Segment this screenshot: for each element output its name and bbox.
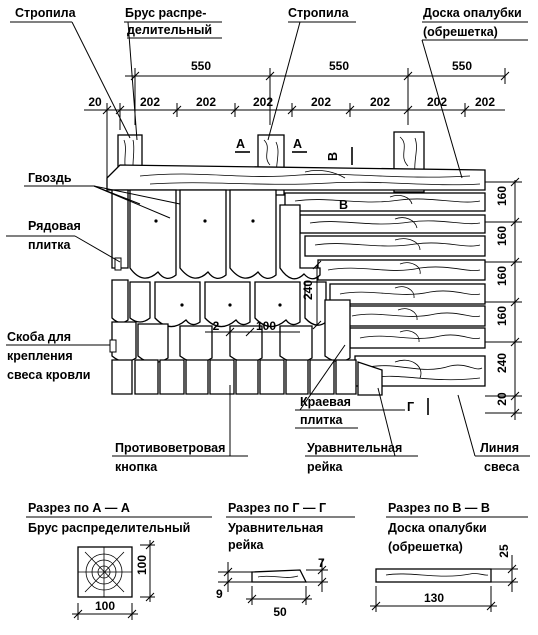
- dim-160-1: 160: [495, 186, 509, 206]
- label-rafter-left: Стропила: [15, 6, 77, 20]
- label-edge-tile-line2: плитка: [300, 413, 344, 427]
- inner-dimensions: 240 2 100: [205, 260, 322, 337]
- dim-202-1: 202: [140, 95, 160, 109]
- label-windproof-line1: Противоветровая: [115, 441, 225, 455]
- label-board-line2: (обрешетка): [423, 25, 498, 39]
- dim-202-4: 202: [311, 95, 331, 109]
- label-bracket-line2: крепления: [7, 349, 73, 363]
- section-vv-width: 130: [424, 591, 444, 605]
- section-markers: A A В В Г: [235, 137, 429, 415]
- dim-202-6: 202: [427, 95, 447, 109]
- section-aa-title: Разрез по А — А: [28, 501, 130, 515]
- dim-240-right: 240: [495, 353, 509, 373]
- marker-a-left: A: [236, 137, 245, 151]
- section-vv-title: Разрез по В — В: [388, 501, 490, 515]
- section-gg-name-line1: Уравнительная: [228, 521, 323, 535]
- label-windproof-line2: кнопка: [115, 460, 158, 474]
- label-beam-line2: делительный: [127, 23, 212, 37]
- dim-160-2: 160: [495, 226, 509, 246]
- section-gg-width: 50: [273, 605, 287, 619]
- section-aa-width: 100: [95, 599, 115, 613]
- label-eave-line1: Линия: [480, 441, 519, 455]
- dim-20-top: 20: [88, 95, 102, 109]
- dim-550-3: 550: [452, 59, 472, 73]
- section-vv-name-line2: (обрешетка): [388, 540, 463, 554]
- label-leveling-line2: рейка: [307, 460, 344, 474]
- marker-a-right: A: [293, 137, 302, 151]
- tile-field: [109, 189, 383, 396]
- dim-2: 2: [213, 319, 220, 333]
- label-edge-tile-line1: Краевая: [300, 395, 351, 409]
- label-eave-line2: свеса: [484, 460, 520, 474]
- label-row-tile-line1: Рядовая: [28, 219, 81, 233]
- labels: Стропила Брус распре- делительный Стропи…: [7, 6, 522, 474]
- label-bracket-line1: Скоба для: [7, 330, 71, 344]
- marker-g: Г: [407, 400, 414, 414]
- dim-240-inner: 240: [301, 280, 315, 300]
- dim-202-7: 202: [475, 95, 495, 109]
- leader-lines: [6, 21, 530, 457]
- dim-20-right: 20: [495, 392, 509, 406]
- section-gg-title: Разрез по Г — Г: [228, 501, 326, 515]
- section-aa-name: Брус распределительный: [28, 521, 190, 535]
- section-gg: Разрез по Г — Г Уравнительная рейка 9 7 …: [216, 501, 355, 619]
- label-beam-line1: Брус распре-: [125, 6, 206, 20]
- section-gg-left: 9: [216, 587, 223, 601]
- marker-b-board: В: [339, 198, 348, 212]
- label-rafter-right: Стропила: [288, 6, 350, 20]
- section-aa: Разрез по А — А Брус распределительный 1…: [26, 501, 212, 620]
- dim-100-inner: 100: [256, 319, 276, 333]
- label-board-line1: Доска опалубки: [423, 6, 522, 20]
- label-leveling-line1: Уравнительная: [307, 441, 402, 455]
- sheathing-boards: [106, 164, 486, 387]
- section-vv-height: 25: [497, 544, 511, 558]
- dim-550-1: 550: [191, 59, 211, 73]
- right-dimensions: 160 160 160 160 240 20: [485, 177, 522, 420]
- section-gg-right: 7: [318, 556, 325, 570]
- label-row-tile-line2: плитка: [28, 238, 72, 252]
- section-gg-name-line2: рейка: [228, 538, 265, 552]
- dim-550-2: 550: [329, 59, 349, 73]
- dim-202-5: 202: [370, 95, 390, 109]
- section-vv: Разрез по В — В Доска опалубки (обрешетк…: [370, 501, 528, 612]
- dim-202-3: 202: [253, 95, 273, 109]
- marker-b-top: В: [326, 152, 340, 161]
- label-bracket-line3: свеса кровли: [7, 368, 90, 382]
- dim-160-4: 160: [495, 306, 509, 326]
- section-vv-name-line1: Доска опалубки: [388, 521, 487, 535]
- top-dimensions: 550 550 550 20 202 202 202 202 202 202 2…: [84, 59, 510, 185]
- section-aa-height: 100: [135, 555, 149, 575]
- dim-202-2: 202: [196, 95, 216, 109]
- label-nail: Гвоздь: [28, 171, 72, 185]
- dim-160-3: 160: [495, 266, 509, 286]
